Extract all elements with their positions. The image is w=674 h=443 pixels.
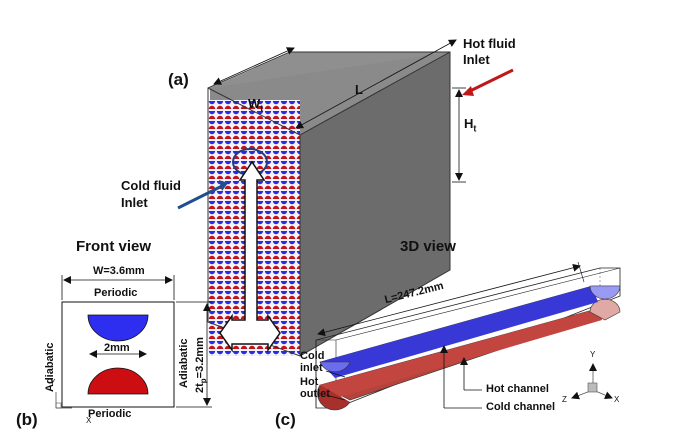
panel-c-label: (c) — [275, 410, 296, 429]
hollow-arrow — [219, 160, 281, 353]
front-axis-x-label: X — [86, 416, 92, 425]
cold-channel-label: Cold channel — [486, 401, 556, 413]
cold-inlet-label-1: Cold fluid — [121, 178, 181, 193]
hot-inlet-label-1: Hot fluid — [463, 36, 516, 51]
cold-semicircle — [87, 314, 149, 342]
panel-b-label: (b) — [16, 410, 38, 429]
right-bc-label: Adiabatic — [178, 338, 190, 388]
wt-label: Wt — [248, 96, 264, 114]
block-3d — [177, 39, 514, 357]
axis-triad — [571, 363, 613, 400]
cold-inlet-label-2: Inlet — [121, 195, 148, 210]
height-dimension-label: 2tp=3.2mm — [194, 337, 209, 393]
hot-semicircle — [87, 367, 149, 395]
hot-inlet-label-2: Inlet — [463, 52, 490, 67]
cold-inlet-3d-label-2: inlet — [300, 362, 323, 374]
ht-label: Ht — [464, 116, 477, 134]
top-bc-label: Periodic — [94, 287, 138, 299]
hot-channel-end — [317, 384, 351, 411]
panel-a-label: (a) — [168, 70, 189, 89]
view-3d-title: 3D view — [400, 238, 456, 255]
hot-inlet-arrow — [467, 68, 514, 94]
bottom-bc-label: Periodic — [88, 408, 132, 420]
length-dimension-line — [317, 263, 581, 337]
cold-inlet-3d-label-1: Cold — [300, 350, 325, 362]
view3d-axis-y-label: Y — [590, 350, 596, 359]
front-view — [55, 275, 212, 409]
front-axis-y-label: Y — [50, 378, 56, 387]
front-view-title: Front view — [76, 238, 152, 255]
l-dimension-line — [295, 39, 457, 129]
wt-dimension-line — [213, 47, 295, 85]
cold-inlet-arrow — [177, 184, 223, 210]
view-3d — [315, 261, 621, 411]
gap-dimension-label: 2mm — [104, 342, 130, 354]
hot-outlet-label-2: outlet — [300, 388, 330, 400]
w-dimension-label: W=3.6mm — [93, 265, 145, 277]
view3d-axis-z-label: Z — [562, 395, 567, 404]
view3d-axis-x-label: X — [614, 395, 620, 404]
l-label: L — [355, 82, 363, 97]
hot-outlet-label-1: Hot — [300, 376, 319, 388]
cold-channel-end — [319, 361, 351, 373]
hot-channel-label: Hot channel — [486, 383, 549, 395]
